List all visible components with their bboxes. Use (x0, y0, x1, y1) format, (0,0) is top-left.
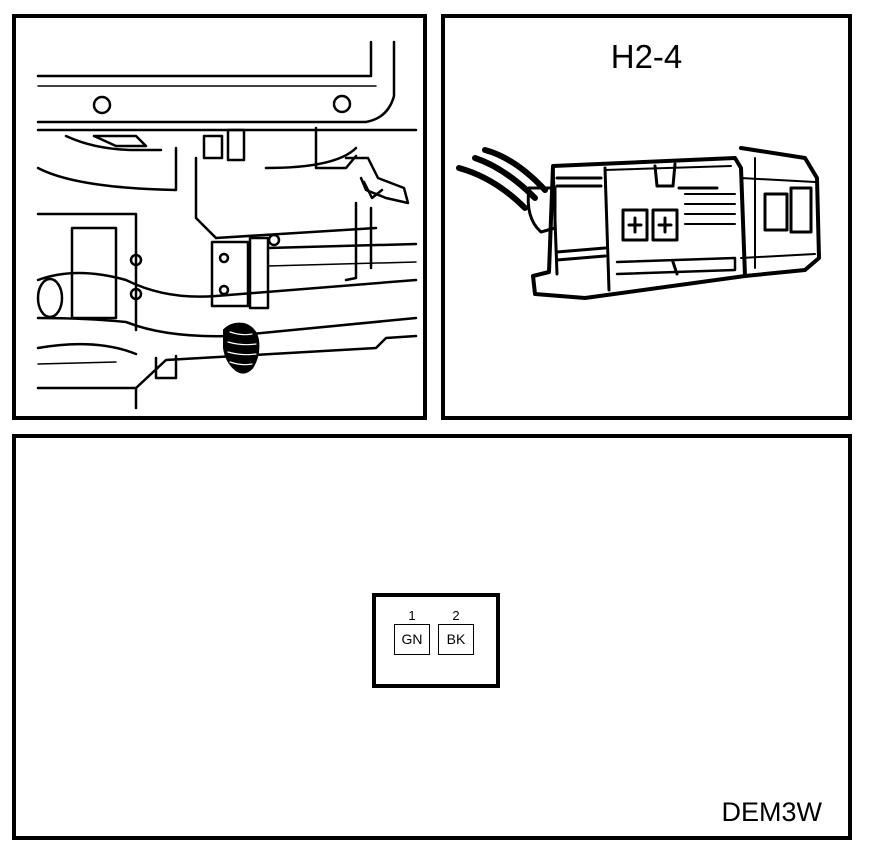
diagram-code: DEM3W (721, 797, 823, 827)
pinout-panel: 1 GN 2 BK DEM3W (12, 434, 852, 840)
connector-face: 1 GN 2 BK (372, 593, 500, 688)
connector-view-panel: H2-4 (441, 14, 852, 420)
component-location-panel (12, 14, 427, 420)
connector-illustration (456, 146, 821, 300)
pin-number: 1 (408, 608, 416, 623)
pin-2: 2 BK (438, 609, 474, 655)
wire-color-label: BK (438, 624, 474, 655)
connector-id-label: H2-4 (610, 38, 683, 75)
pin-1: 1 GN (394, 609, 430, 655)
engine-bay-illustration (36, 40, 418, 410)
pin-number: 2 (452, 608, 460, 623)
wire-color-label: GN (394, 624, 430, 655)
